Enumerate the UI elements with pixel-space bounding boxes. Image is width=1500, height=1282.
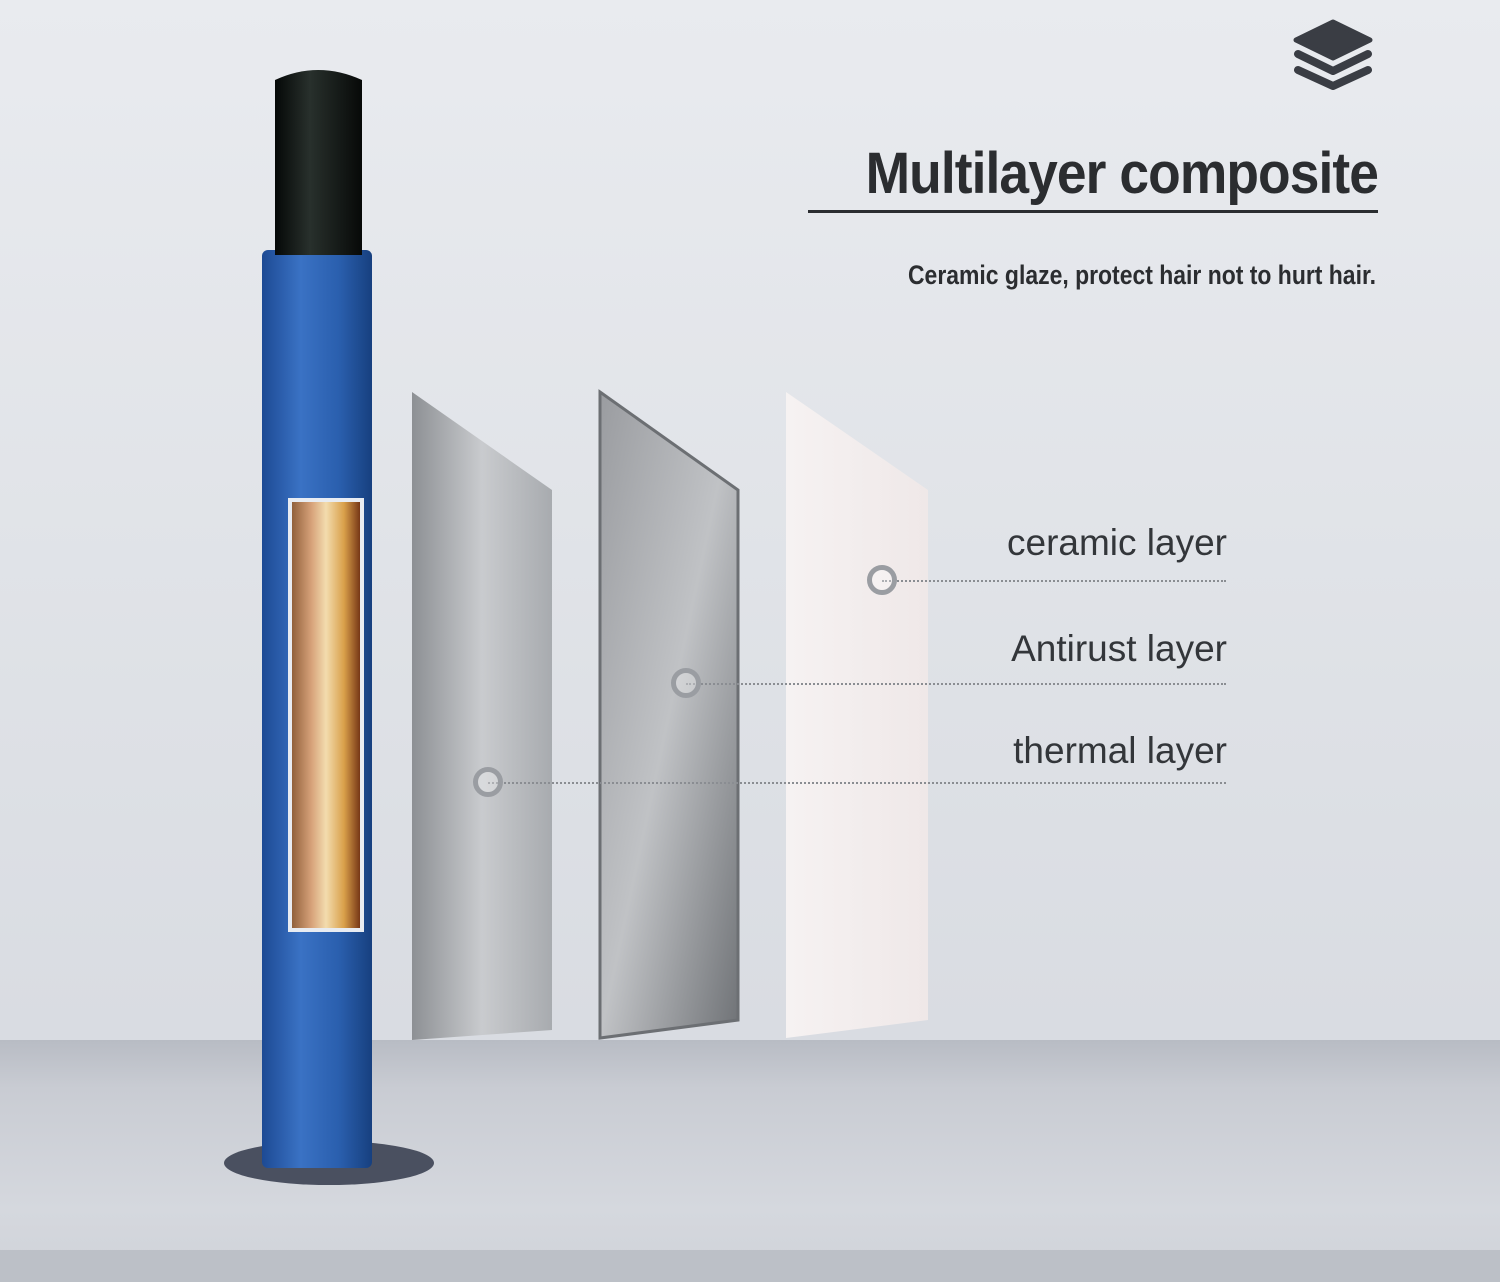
- floor-edge: [0, 1250, 1500, 1282]
- rod-cap: [275, 70, 362, 255]
- ceramic-layer-marker: [867, 565, 897, 595]
- layers-icon: [1293, 19, 1373, 90]
- thermal-layer-label: thermal layer: [1013, 730, 1227, 771]
- title-underline: [808, 210, 1378, 213]
- antirust-layer-leader: [686, 683, 1226, 685]
- page-title: Multilayer composite: [865, 141, 1379, 206]
- subtitle: Ceramic glaze, protect hair not to hurt …: [907, 260, 1376, 290]
- ceramic-layer-leader: [882, 580, 1226, 582]
- rod-cutaway-copper: [288, 498, 364, 932]
- thermal-layer-marker: [473, 767, 503, 797]
- antirust-layer-marker: [671, 668, 701, 698]
- ceramic-layer-label: ceramic layer: [1007, 522, 1227, 563]
- antirust-layer-plate: [598, 389, 740, 1040]
- thermal-layer-plate: [412, 392, 552, 1040]
- ceramic-layer-plate: [786, 392, 928, 1038]
- thermal-layer-leader: [488, 782, 1226, 784]
- antirust-layer-label: Antirust layer: [1011, 628, 1227, 669]
